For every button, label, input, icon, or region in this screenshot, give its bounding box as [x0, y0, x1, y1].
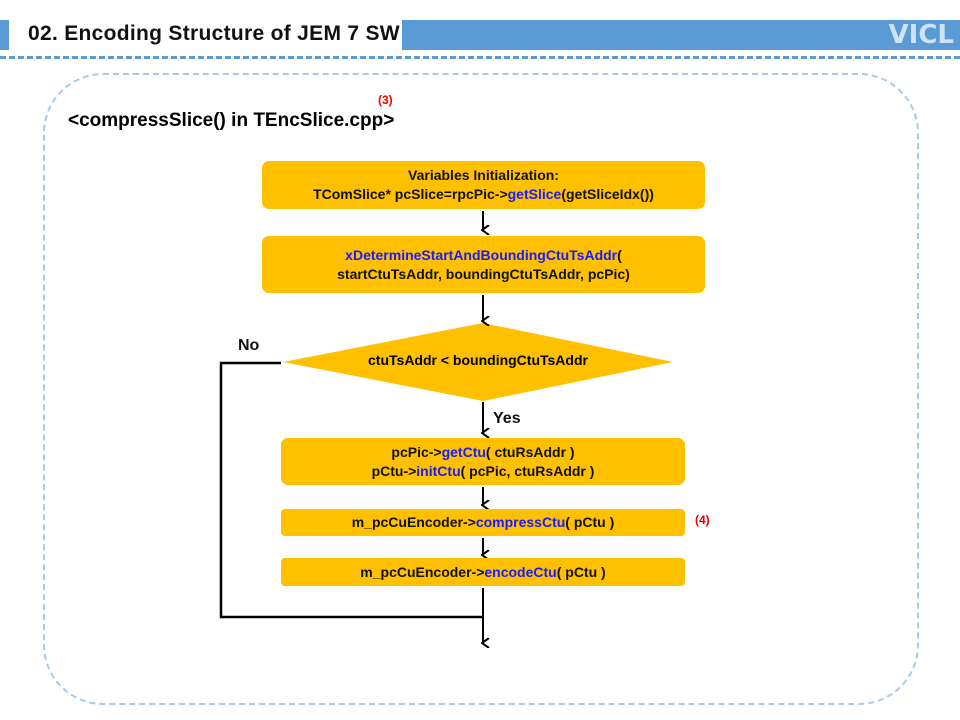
code-text: (getSliceIdx()) — [561, 186, 654, 202]
decision-diamond — [283, 323, 673, 401]
determine-box: xDetermineStartAndBoundingCtuTsAddr( sta… — [262, 236, 705, 293]
section-subtitle: <compressSlice() in TEncSlice.cpp> — [68, 110, 395, 131]
no-label: No — [238, 337, 260, 354]
code-text: pcPic-> — [391, 443, 442, 460]
function-name: initCtu — [416, 462, 461, 479]
encodectu-box: m_pcCuEncoder->encodeCtu( pCtu ) — [281, 558, 685, 586]
code-text: ( pCtu ) — [556, 563, 606, 580]
function-name: xDetermineStartAndBoundingCtuTsAddr — [345, 246, 618, 263]
compressctu-box: m_pcCuEncoder->compressCtu( pCtu ) — [281, 509, 685, 536]
getctu-line: pcPic->getCtu( ctuRsAddr ) — [391, 443, 574, 462]
header-bar — [402, 20, 960, 50]
note-3: (3) — [378, 93, 393, 107]
init-box: Variables Initialization: TComSlice* pcS… — [262, 161, 705, 209]
code-text: m_pcCuEncoder-> — [351, 514, 476, 530]
getctu-box: pcPic->getCtu( ctuRsAddr ) pCtu->initCtu… — [281, 438, 685, 485]
code-text: ( ctuRsAddr ) — [485, 443, 575, 460]
function-name: compressCtu — [475, 514, 566, 530]
content-frame — [43, 73, 919, 705]
function-name: encodeCtu — [484, 563, 557, 580]
code-text: ( — [617, 246, 622, 263]
header-accent — [0, 20, 9, 50]
determine-args: startCtuTsAddr, boundingCtuTsAddr, pcPic… — [337, 265, 630, 282]
code-text: ( pCtu ) — [565, 514, 615, 530]
no-loop-line — [219, 361, 483, 619]
code-text: TComSlice* pcSlice=rpcPic-> — [313, 186, 508, 202]
vicl-logo: VICL — [888, 20, 954, 50]
function-name: getCtu — [441, 443, 486, 460]
yes-label: Yes — [493, 410, 521, 427]
code-text: pCtu-> — [371, 462, 417, 479]
decision-text: ctuTsAddr < boundingCtuTsAddr — [368, 352, 588, 368]
code-text: m_pcCuEncoder-> — [360, 563, 485, 580]
header-divider — [0, 56, 960, 59]
note-4: (4) — [695, 513, 710, 527]
initctu-line: pCtu->initCtu( pcPic, ctuRsAddr ) — [372, 462, 595, 481]
page-title: 02. Encoding Structure of JEM 7 SW — [28, 22, 400, 45]
compressctu-line: m_pcCuEncoder->compressCtu( pCtu ) — [352, 513, 615, 532]
function-name: getSlice — [507, 186, 562, 202]
init-label: Variables Initialization: — [408, 167, 559, 183]
determine-code: xDetermineStartAndBoundingCtuTsAddr( — [345, 246, 622, 265]
encodectu-line: m_pcCuEncoder->encodeCtu( pCtu ) — [360, 563, 605, 582]
code-text: ( pcPic, ctuRsAddr ) — [460, 462, 595, 479]
init-code: TComSlice* pcSlice=rpcPic->getSlice(getS… — [313, 185, 654, 204]
